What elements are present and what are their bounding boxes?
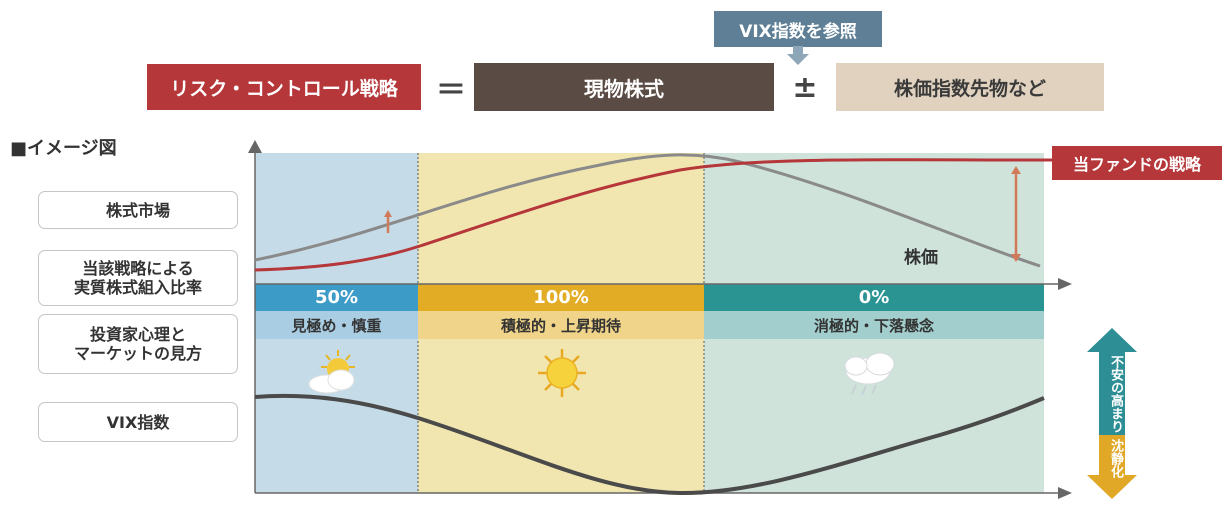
ratio-band-phase1 — [255, 284, 418, 311]
strategy-box: リスク・コントロール戦略 — [147, 64, 421, 110]
calm-label: 沈静化 — [1108, 438, 1123, 478]
mood-phase3: 消極的・下落懸念 — [813, 316, 934, 335]
ratio-band-phase2 — [418, 284, 704, 311]
ratio-band-phase3 — [704, 284, 1044, 311]
row-label-ratio: 当該戦略による 実質株式組入比率 — [38, 250, 238, 306]
row-label-market: 株式市場 — [38, 191, 238, 229]
vix-reference-box: VIX指数を参照 — [714, 11, 882, 47]
strategy-label: リスク・コントロール戦略 — [170, 77, 398, 100]
stock-price-label: 株価 — [904, 248, 938, 268]
stock-box: 現物株式 — [474, 63, 774, 111]
vix-down-arrow-icon — [787, 46, 809, 65]
anxiety-up-arrow-icon — [1087, 328, 1137, 435]
mood-band-phase1 — [255, 311, 418, 339]
stock-price-curve — [254, 153, 1041, 268]
anxiety-label: 不安の高まり — [1108, 355, 1123, 433]
ratio-phase1: 50% — [314, 287, 359, 308]
futures-box: 株価指数先物など — [836, 63, 1104, 111]
stormy-cloud-icon — [844, 352, 895, 396]
calm-down-arrow-icon — [1087, 435, 1137, 499]
plus-minus-sign: ± — [792, 69, 818, 105]
row-label-vix: VIX指数 — [38, 402, 238, 442]
market-x-arrow-icon — [1058, 278, 1072, 290]
stock-label: 現物株式 — [584, 76, 664, 101]
equals-sign: ＝ — [436, 73, 466, 108]
vix-x-arrow-icon — [1058, 487, 1072, 499]
partly-cloudy-icon — [308, 350, 355, 394]
ratio-phase3: 0% — [858, 287, 890, 308]
mood-band-phase2 — [418, 311, 704, 339]
ratio-phase2: 100% — [533, 287, 589, 308]
mood-band-phase3 — [704, 311, 1044, 339]
row-label-psychology: 投資家心理と マーケットの見方 — [38, 314, 238, 374]
vix-reference-label: VIX指数を参照 — [739, 21, 857, 42]
sunny-icon — [538, 349, 586, 397]
vix-curve — [254, 393, 1045, 496]
fund-strategy-label-box: 当ファンドの戦略 — [1052, 146, 1222, 180]
image-title: ■イメージ図 — [10, 138, 117, 159]
mood-phase2: 積極的・上昇期待 — [500, 316, 621, 335]
mood-phase1: 見極め・慎重 — [291, 316, 382, 335]
y-axis-arrow-icon — [248, 140, 262, 153]
fund-strategy-curve — [254, 158, 1041, 272]
futures-label: 株価指数先物など — [893, 77, 1046, 100]
